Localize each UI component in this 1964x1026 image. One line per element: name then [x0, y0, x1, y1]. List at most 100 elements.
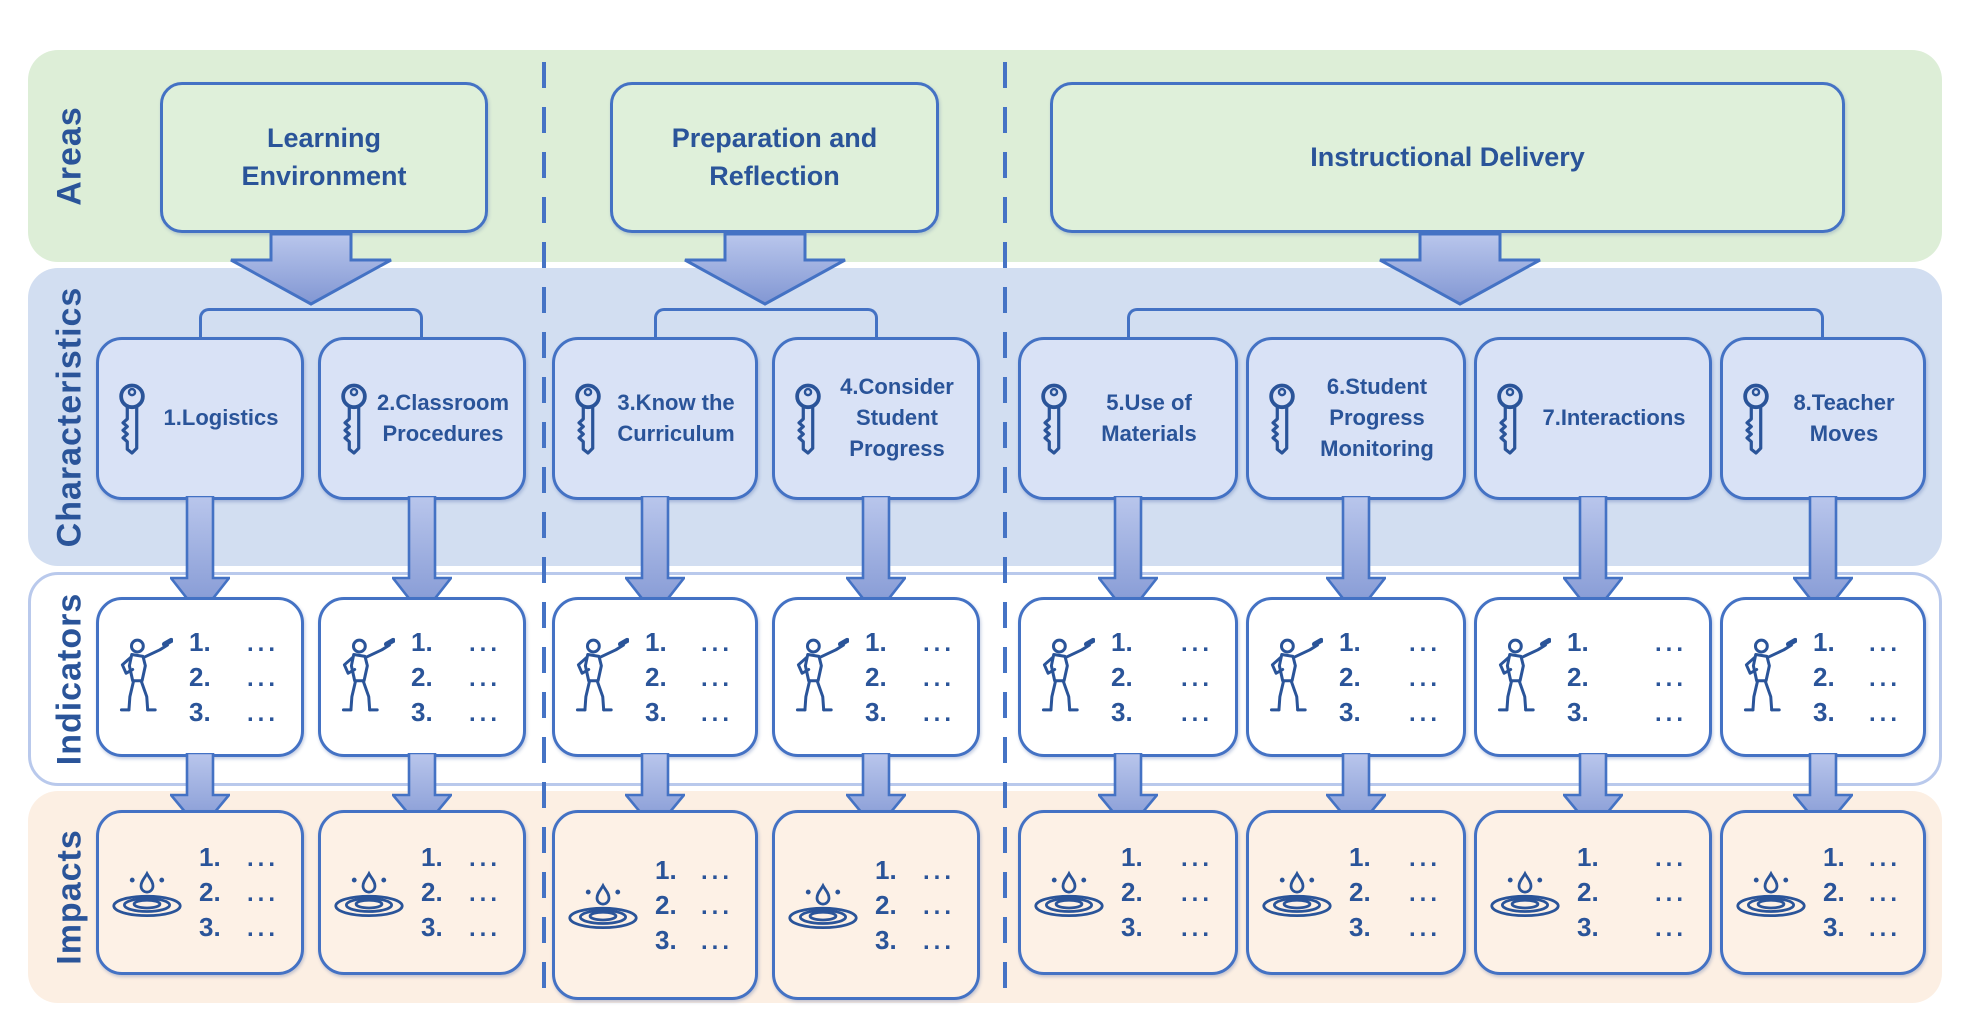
- list-item: 3....: [655, 927, 733, 954]
- indicator-list: 1.... 2.... 3....: [849, 629, 963, 726]
- list-number: 1.: [1813, 626, 1835, 657]
- list-ellipsis: ...: [922, 664, 955, 692]
- list-ellipsis: ...: [700, 857, 733, 885]
- list-item: 3....: [645, 699, 733, 726]
- characteristic-box-1: 1.Logistics: [96, 337, 304, 500]
- area-box-1: Learning Environment: [160, 82, 488, 233]
- list-ellipsis: ...: [922, 857, 955, 885]
- list-item: 1....: [1567, 629, 1687, 656]
- characteristic-label-7: 7.Interactions: [1542, 405, 1686, 431]
- impact-box-1: 1.... 2.... 3....: [96, 810, 304, 975]
- indicator-list: 1.... 2.... 3....: [629, 629, 741, 726]
- list-item: 2....: [1121, 879, 1213, 906]
- section-divider-1: [542, 62, 546, 1000]
- impact-list: 1.... 2.... 3....: [405, 844, 509, 941]
- area-box-3: Instructional Delivery: [1050, 82, 1845, 233]
- impact-list: 1.... 2.... 3....: [183, 844, 287, 941]
- list-ellipsis: ...: [1408, 629, 1441, 657]
- key-icon: [337, 383, 371, 455]
- list-number: 1.: [1349, 842, 1371, 872]
- list-number: 1.: [411, 626, 433, 657]
- list-ellipsis: ...: [468, 880, 501, 907]
- list-number: 2.: [199, 877, 221, 907]
- impact-list: 1.... 2.... 3....: [1333, 844, 1449, 941]
- list-number: 2.: [655, 889, 677, 920]
- list-number: 1.: [875, 854, 897, 885]
- list-number: 2.: [1823, 877, 1845, 907]
- list-number: 3.: [1577, 912, 1599, 942]
- characteristic-label-1: 1.Logistics: [163, 405, 279, 431]
- list-ellipsis: ...: [1654, 629, 1687, 657]
- list-item: 2....: [189, 664, 279, 691]
- indicator-box-4: 1.... 2.... 3....: [772, 597, 980, 757]
- list-item: 3....: [1823, 914, 1901, 941]
- list-item: 2....: [1813, 664, 1901, 691]
- list-number: 3.: [645, 696, 667, 727]
- characteristic-box-6: 6.Student Progress Monitoring: [1246, 337, 1466, 500]
- list-item: 2....: [645, 664, 733, 691]
- characteristic-box-4: 4.Consider Student Progress: [772, 337, 980, 500]
- list-ellipsis: ...: [1180, 664, 1213, 692]
- list-ellipsis: ...: [1408, 664, 1441, 692]
- list-item: 2....: [1567, 664, 1687, 691]
- ripple-icon: [1735, 868, 1807, 918]
- list-item: 1....: [865, 629, 955, 656]
- list-item: 1....: [1813, 629, 1901, 656]
- ripple-icon: [1033, 868, 1105, 918]
- list-item: 2....: [1349, 879, 1441, 906]
- ripple-icon: [787, 880, 859, 930]
- indicator-box-8: 1.... 2.... 3....: [1720, 597, 1926, 757]
- list-ellipsis: ...: [1654, 915, 1687, 942]
- list-number: 2.: [875, 889, 897, 920]
- list-item: 3....: [1339, 699, 1441, 726]
- list-number: 3.: [1349, 912, 1371, 942]
- list-number: 1.: [1111, 626, 1133, 657]
- list-ellipsis: ...: [468, 915, 501, 942]
- row-label-characteristics: Characteristics: [50, 286, 89, 548]
- impact-box-2: 1.... 2.... 3....: [318, 810, 526, 975]
- indicator-list: 1.... 2.... 3....: [1095, 629, 1221, 726]
- list-item: 2....: [411, 664, 501, 691]
- presenter-icon: [1263, 635, 1323, 719]
- list-ellipsis: ...: [1180, 629, 1213, 657]
- indicator-list: 1.... 2.... 3....: [173, 629, 287, 726]
- list-number: 3.: [1121, 912, 1143, 942]
- area-label-1: Learning Environment: [241, 122, 407, 191]
- ripple-icon: [111, 868, 183, 918]
- list-number: 1.: [865, 626, 887, 657]
- list-ellipsis: ...: [1868, 845, 1901, 872]
- list-item: 1....: [875, 857, 955, 884]
- list-item: 1....: [1111, 629, 1213, 656]
- list-ellipsis: ...: [1408, 699, 1441, 727]
- list-number: 2.: [1349, 877, 1371, 907]
- list-ellipsis: ...: [246, 880, 279, 907]
- indicator-box-3: 1.... 2.... 3....: [552, 597, 758, 757]
- list-ellipsis: ...: [1180, 880, 1213, 907]
- list-ellipsis: ...: [1868, 699, 1901, 727]
- key-icon: [1037, 383, 1071, 455]
- presenter-icon: [1035, 635, 1095, 719]
- list-item: 3....: [1121, 914, 1213, 941]
- row-label-areas: Areas: [50, 106, 89, 206]
- list-number: 1.: [1121, 842, 1143, 872]
- list-ellipsis: ...: [922, 927, 955, 955]
- list-ellipsis: ...: [1180, 845, 1213, 872]
- list-item: 1....: [411, 629, 501, 656]
- list-number: 3.: [421, 912, 443, 942]
- list-item: 3....: [411, 699, 501, 726]
- characteristic-label-4: 4.Consider Student Progress: [840, 374, 954, 461]
- list-number: 3.: [411, 696, 433, 727]
- list-item: 2....: [865, 664, 955, 691]
- list-item: 1....: [1823, 844, 1901, 871]
- list-ellipsis: ...: [1654, 664, 1687, 692]
- list-ellipsis: ...: [246, 915, 279, 942]
- list-ellipsis: ...: [468, 629, 501, 657]
- list-number: 3.: [1111, 696, 1133, 727]
- presenter-icon: [335, 635, 395, 719]
- list-ellipsis: ...: [468, 664, 501, 692]
- indicator-box-5: 1.... 2.... 3....: [1018, 597, 1238, 757]
- list-item: 1....: [1339, 629, 1441, 656]
- down-arrow-icon: [683, 233, 847, 306]
- list-number: 1.: [1339, 626, 1361, 657]
